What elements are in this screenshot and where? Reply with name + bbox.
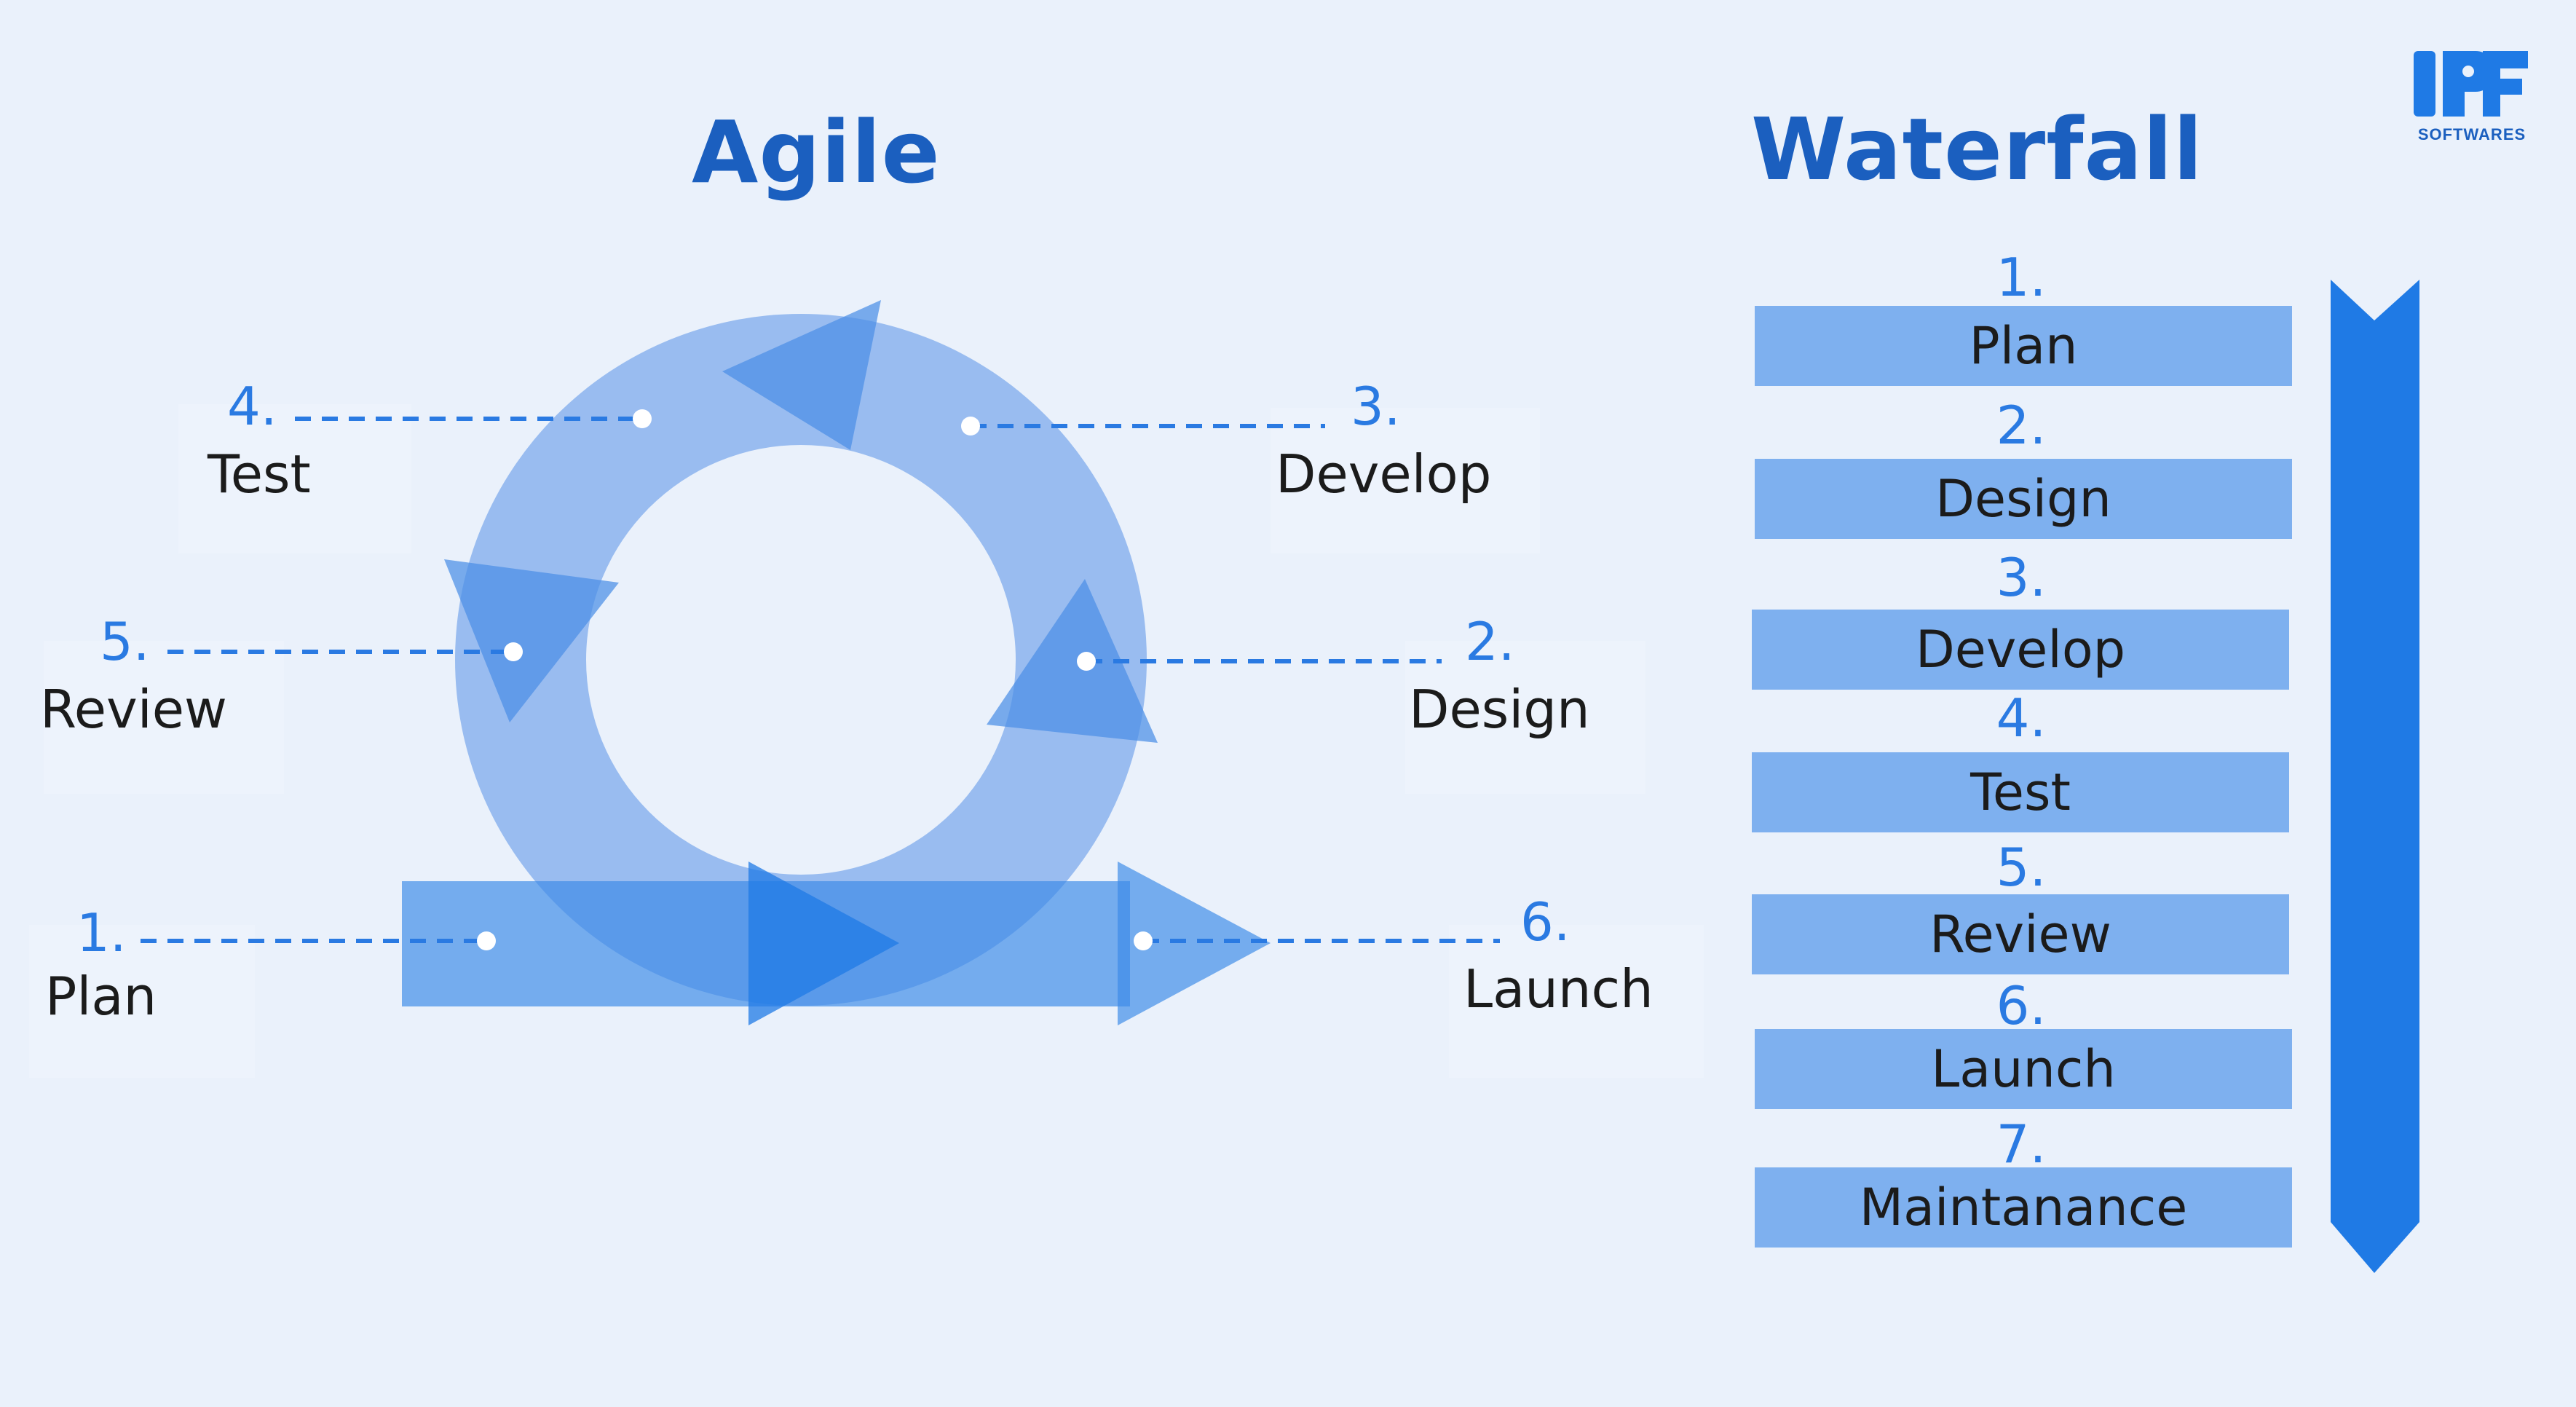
agile-step-number: 1. <box>76 902 127 963</box>
waterfall-step-number: 7. <box>1996 1114 2047 1175</box>
anchor-dot-design <box>1077 652 1096 671</box>
waterfall-step-number: 4. <box>1996 687 2047 749</box>
anchor-dot-launch <box>1134 931 1153 950</box>
agile-step-number: 2. <box>1465 611 1515 672</box>
waterfall-step-number: 5. <box>1996 837 2047 898</box>
waterfall-step-label: Launch <box>1931 1039 2116 1099</box>
waterfall-down-arrow-icon <box>2331 280 2419 1273</box>
waterfall-step-label: Plan <box>1969 316 2078 376</box>
waterfall-step-number: 1. <box>1996 247 2047 308</box>
waterfall-step-bar: Maintanance <box>1755 1167 2292 1248</box>
cycle-arrowhead-left <box>444 559 619 722</box>
waterfall-step-number: 6. <box>1996 975 2047 1036</box>
label-card-develop <box>1271 408 1540 553</box>
agile-step-label: Launch <box>1463 958 1654 1020</box>
anchor-dot-develop <box>961 417 980 436</box>
anchor-dot-test <box>633 409 652 428</box>
plan-arrow-head <box>748 862 899 1025</box>
label-card-launch <box>1449 925 1704 1078</box>
ipf-logo-icon <box>2414 51 2528 117</box>
waterfall-step-bar: Test <box>1752 752 2289 832</box>
agile-title: Agile <box>692 102 941 202</box>
anchor-dot-plan <box>477 931 496 950</box>
cycle-arrowhead-right <box>987 579 1158 743</box>
waterfall-step-bar: Review <box>1752 894 2289 974</box>
waterfall-title: Waterfall <box>1751 99 2204 200</box>
anchor-dot-review <box>504 642 523 661</box>
waterfall-step-bar: Plan <box>1755 306 2292 386</box>
launch-arrow-head <box>1118 862 1271 1025</box>
waterfall-step-label: Design <box>1935 469 2111 529</box>
agile-step-label: Test <box>208 444 311 505</box>
waterfall-step-label: Test <box>1970 762 2071 822</box>
agile-step-label: Plan <box>45 966 157 1027</box>
logo-wordmark: SOFTWARES <box>2417 125 2526 143</box>
label-card-design <box>1405 641 1645 794</box>
waterfall-step-label: Develop <box>1915 620 2126 679</box>
agile-step-number: 4. <box>227 376 277 437</box>
waterfall-step-bar: Design <box>1755 459 2292 539</box>
label-card-test <box>178 404 411 553</box>
agile-step-number: 5. <box>100 611 150 672</box>
waterfall-step-number: 3. <box>1996 547 2047 608</box>
waterfall-step-bar: Develop <box>1752 610 2289 690</box>
cycle-ring <box>455 314 1147 1006</box>
agile-step-label: Develop <box>1276 444 1492 505</box>
agile-step-label: Design <box>1409 679 1590 740</box>
agile-step-number: 3. <box>1351 376 1401 437</box>
waterfall-step-bar: Launch <box>1755 1029 2292 1109</box>
waterfall-step-label: Maintanance <box>1859 1178 2188 1237</box>
waterfall-step-label: Review <box>1929 904 2111 964</box>
agile-step-label: Review <box>40 679 227 740</box>
agile-step-number: 6. <box>1520 891 1571 953</box>
waterfall-step-number: 2. <box>1996 395 2047 456</box>
cycle-arrowhead-top <box>722 300 881 450</box>
label-card-plan <box>29 925 255 1078</box>
label-card-review <box>44 641 284 794</box>
